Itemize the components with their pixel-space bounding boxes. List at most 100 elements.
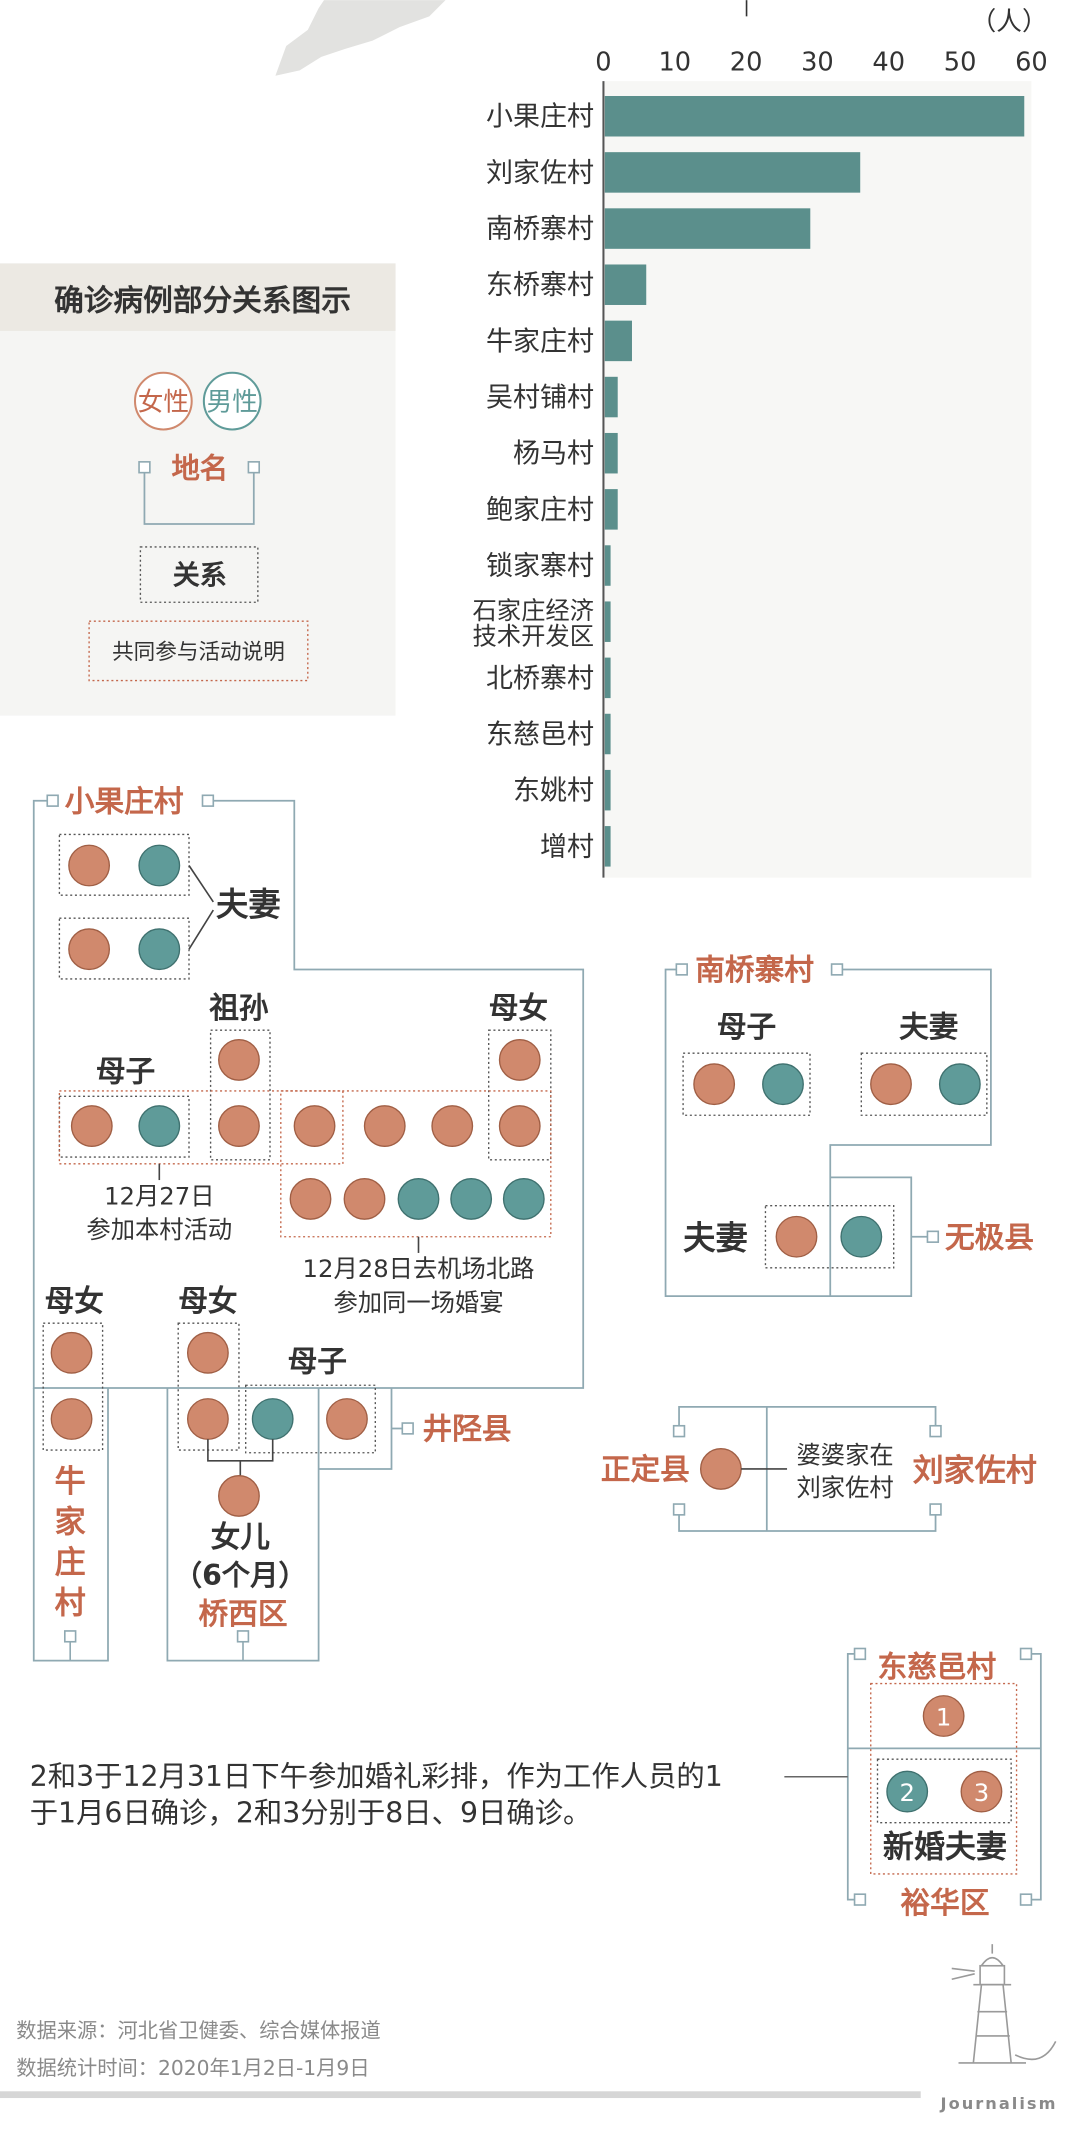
category-label: 牛家庄村 (486, 326, 594, 357)
female-person (699, 1448, 742, 1490)
mother-daughter-box (488, 1029, 552, 1161)
category-label: 鲍家庄村 (486, 495, 594, 526)
bar (604, 208, 811, 249)
female-person (218, 1105, 260, 1147)
daughter-label: 女儿 (211, 1520, 271, 1555)
female-person (186, 1331, 229, 1374)
female-person (363, 1105, 406, 1147)
female-person-1 (922, 1695, 965, 1737)
nanqiaozhai-boundary (664, 968, 992, 1298)
category-label: 东姚村 (513, 776, 594, 807)
legend-place-label: 地名 (171, 452, 228, 485)
female-person-infant (218, 1475, 260, 1517)
place-label-xiaoguozhuang: 小果庄村 (65, 785, 184, 820)
bar (604, 769, 611, 811)
relation-label-couple: 夫妻 (683, 1219, 748, 1257)
nanqiaozhai-group: 南桥寨村 无极县 母子 夫妻 夫妻 (664, 953, 1034, 1298)
x-tick-label: 60 (1015, 47, 1048, 77)
footer: 数据来源：河北省卫健委、综合媒体报道 数据统计时间：2020年1月2日-1月9日… (0, 1944, 1057, 2113)
female-person (431, 1105, 474, 1147)
relation-label-grandparent: 祖孙 (209, 991, 269, 1026)
relation-label-mother-daughter: 母女 (178, 1284, 237, 1319)
category-label: 北桥寨村 (486, 663, 594, 694)
boundary-marker (853, 1893, 867, 1906)
legend-place-marker-left (138, 461, 151, 474)
xiaoguozhuang-boundary (32, 799, 585, 1389)
boundary-marker (672, 1424, 686, 1438)
boundary-marker (201, 794, 215, 807)
relation-label-mother-daughter: 母女 (45, 1284, 104, 1319)
wuji-boundary (830, 1176, 928, 1298)
legend-activity-label: 共同参与活动说明 (112, 640, 285, 665)
female-person (343, 1178, 386, 1220)
mother-son-box (245, 1384, 376, 1454)
female-person (870, 1063, 912, 1106)
legend-place-marker-right (247, 461, 261, 474)
boundary-marker (929, 1424, 942, 1438)
relation-label-mother-son: 母子 (717, 1010, 776, 1045)
bar (604, 152, 861, 193)
zhengding-group: 正定县 婆婆家在 刘家佐村 刘家佐村 (601, 1405, 1037, 1532)
male-person (502, 1178, 545, 1220)
activity-box-dec27 (58, 1090, 344, 1165)
female-person (775, 1215, 818, 1258)
female-person (68, 844, 111, 887)
couple-connector (188, 865, 214, 950)
male-person (938, 1063, 981, 1106)
person-number-1: 1 (936, 1702, 951, 1731)
legend-relation-box (139, 546, 259, 603)
category-label: 南桥寨村 (486, 214, 594, 245)
boundary-marker (401, 1422, 414, 1435)
x-tick-label: 0 (595, 47, 611, 77)
zhengding-note-line1: 婆婆家在 (797, 1441, 894, 1470)
xiaoguozhuang-group: 小果庄村 夫妻 祖孙 母女 母子 (32, 785, 585, 1389)
male-person-2 (886, 1770, 929, 1813)
x-tick-label: 40 (872, 47, 905, 77)
female-person (70, 1105, 113, 1147)
male-person (397, 1178, 440, 1220)
female-person (293, 1105, 336, 1147)
boundary-marker (1019, 1647, 1033, 1661)
legend-male-label: 男性 (207, 388, 258, 418)
data-time-range: 数据统计时间：2020年1月2日-1月9日 (16, 2056, 369, 2080)
activity-dec27-line2: 参加本村活动 (86, 1215, 232, 1244)
plot-area (603, 81, 1032, 878)
place-label-nanqiaozhai: 南桥寨村 (695, 953, 814, 988)
male-person (840, 1215, 883, 1258)
female-person (50, 1331, 93, 1374)
boundary-marker (675, 963, 688, 976)
bar (604, 545, 611, 586)
footer-rule (0, 2091, 921, 2099)
couple-box (764, 1205, 895, 1269)
place-label-dongciyi: 东慈邑村 (878, 1650, 997, 1685)
lower-families-group: 牛家庄村 井陉县 母女 母女 母子 女儿 （6个月） 桥西区 (32, 1284, 512, 1662)
female-person (218, 1038, 260, 1081)
place-label-liujiazuo: 刘家佐村 (913, 1453, 1037, 1489)
male-person (138, 844, 181, 887)
logo-text: Journalism (940, 2094, 1058, 2113)
daughter-age-label: （6个月） (174, 1559, 307, 1592)
activity-box-rehearsal (870, 1682, 1018, 1875)
legend-place-bracket (143, 472, 255, 525)
activity-dec28-line1: 12月28日去机场北路 (303, 1254, 535, 1283)
category-label: 东慈邑村 (486, 719, 594, 750)
boundary-marker (46, 794, 59, 807)
bar (604, 601, 611, 642)
legend-female-circle (133, 371, 193, 431)
boundary-marker (63, 1630, 77, 1643)
relation-label-mother-son: 母子 (96, 1054, 155, 1089)
activity-dec27-line1: 12月27日 (104, 1181, 214, 1210)
relation-label-couple: 夫妻 (899, 1010, 958, 1045)
legend-male-circle (202, 371, 262, 431)
relation-label-couple: 夫妻 (216, 885, 281, 923)
place-label-wuji: 无极县 (945, 1221, 1034, 1256)
female-person (498, 1038, 541, 1081)
relation-label-mother-son: 母子 (288, 1345, 347, 1380)
dongciyi-note-line1: 2和3于12月31日下午参加婚礼彩排，作为工作人员的1 (30, 1760, 723, 1793)
female-person (289, 1178, 332, 1220)
bar (604, 657, 611, 699)
x-tick-label: 30 (801, 47, 834, 77)
boundary-marker (853, 1647, 867, 1661)
couple-box (58, 917, 190, 980)
